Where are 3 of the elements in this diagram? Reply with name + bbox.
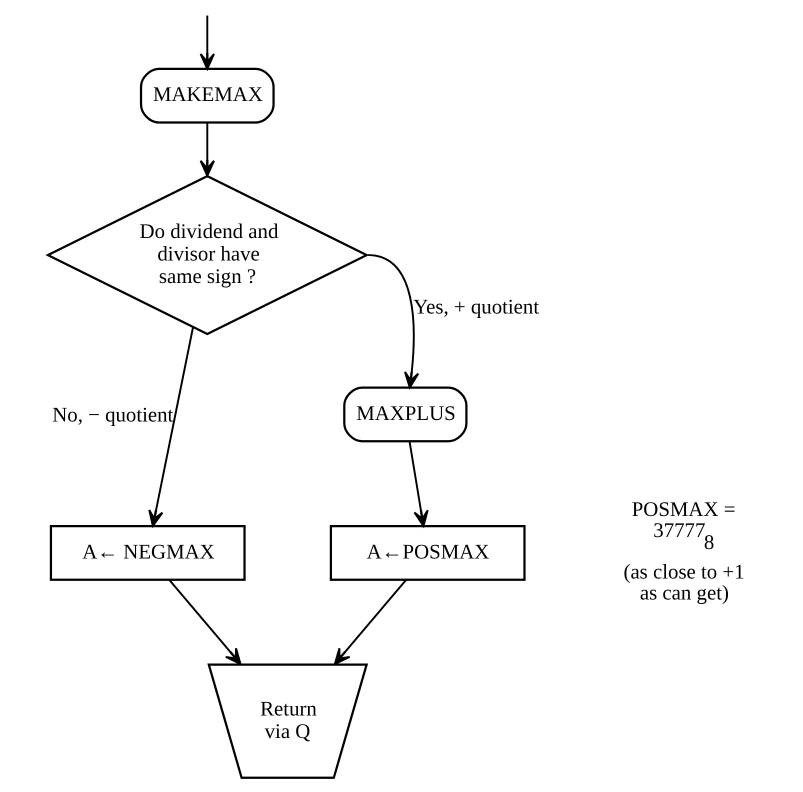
label: (as close to +1 as can get) bbox=[623, 560, 744, 604]
edge-label: Yes, + quotient bbox=[412, 294, 539, 319]
edge-label: No, − quotient bbox=[52, 402, 173, 426]
